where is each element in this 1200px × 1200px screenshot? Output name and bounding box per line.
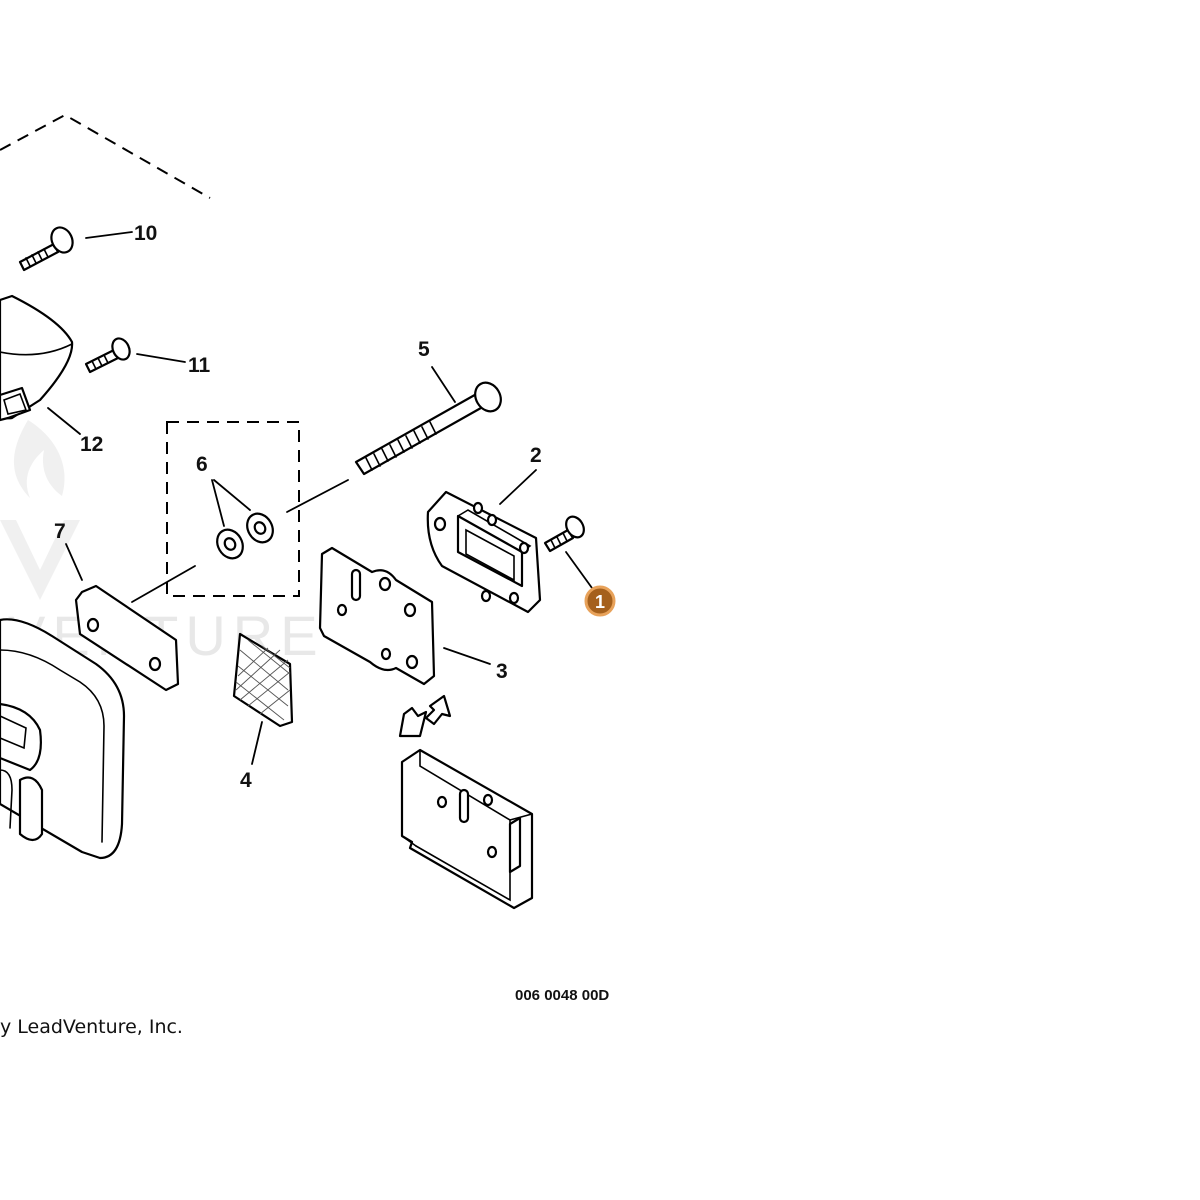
callout-2: 2	[530, 444, 542, 467]
muffler-cover-12	[0, 294, 74, 422]
callout-7: 7	[54, 520, 66, 543]
gasket-3	[318, 546, 436, 686]
callout-4: 4	[240, 769, 252, 792]
callout-11: 11	[188, 354, 211, 377]
kit-dashed-box	[166, 421, 300, 597]
callout-3: 3	[496, 660, 508, 683]
screw-10	[18, 226, 74, 272]
heat-shield	[400, 748, 534, 910]
top-dashed-outline	[0, 113, 211, 199]
swap-arrows-icon	[398, 694, 452, 738]
callout-6: 6	[196, 453, 208, 476]
reference-code: 006 0048 00D	[515, 987, 609, 1004]
callout-12: 12	[80, 433, 103, 456]
callout-badge-1[interactable]: 1	[584, 585, 616, 617]
gasket-7	[74, 584, 180, 692]
watermark-logo	[0, 420, 80, 600]
copyright-text: y LeadVenture, Inc.	[0, 1016, 183, 1038]
callout-5: 5	[418, 338, 430, 361]
bolt-5	[354, 381, 502, 476]
flange-2	[426, 490, 542, 614]
screw-1	[543, 515, 585, 553]
washer-6b	[246, 512, 274, 544]
screw-11	[84, 337, 131, 374]
callout-10: 10	[134, 222, 157, 245]
svg-text:1: 1	[595, 592, 605, 612]
washer-6a	[216, 528, 244, 560]
muffler-body	[0, 618, 126, 860]
screen-4	[232, 632, 294, 728]
